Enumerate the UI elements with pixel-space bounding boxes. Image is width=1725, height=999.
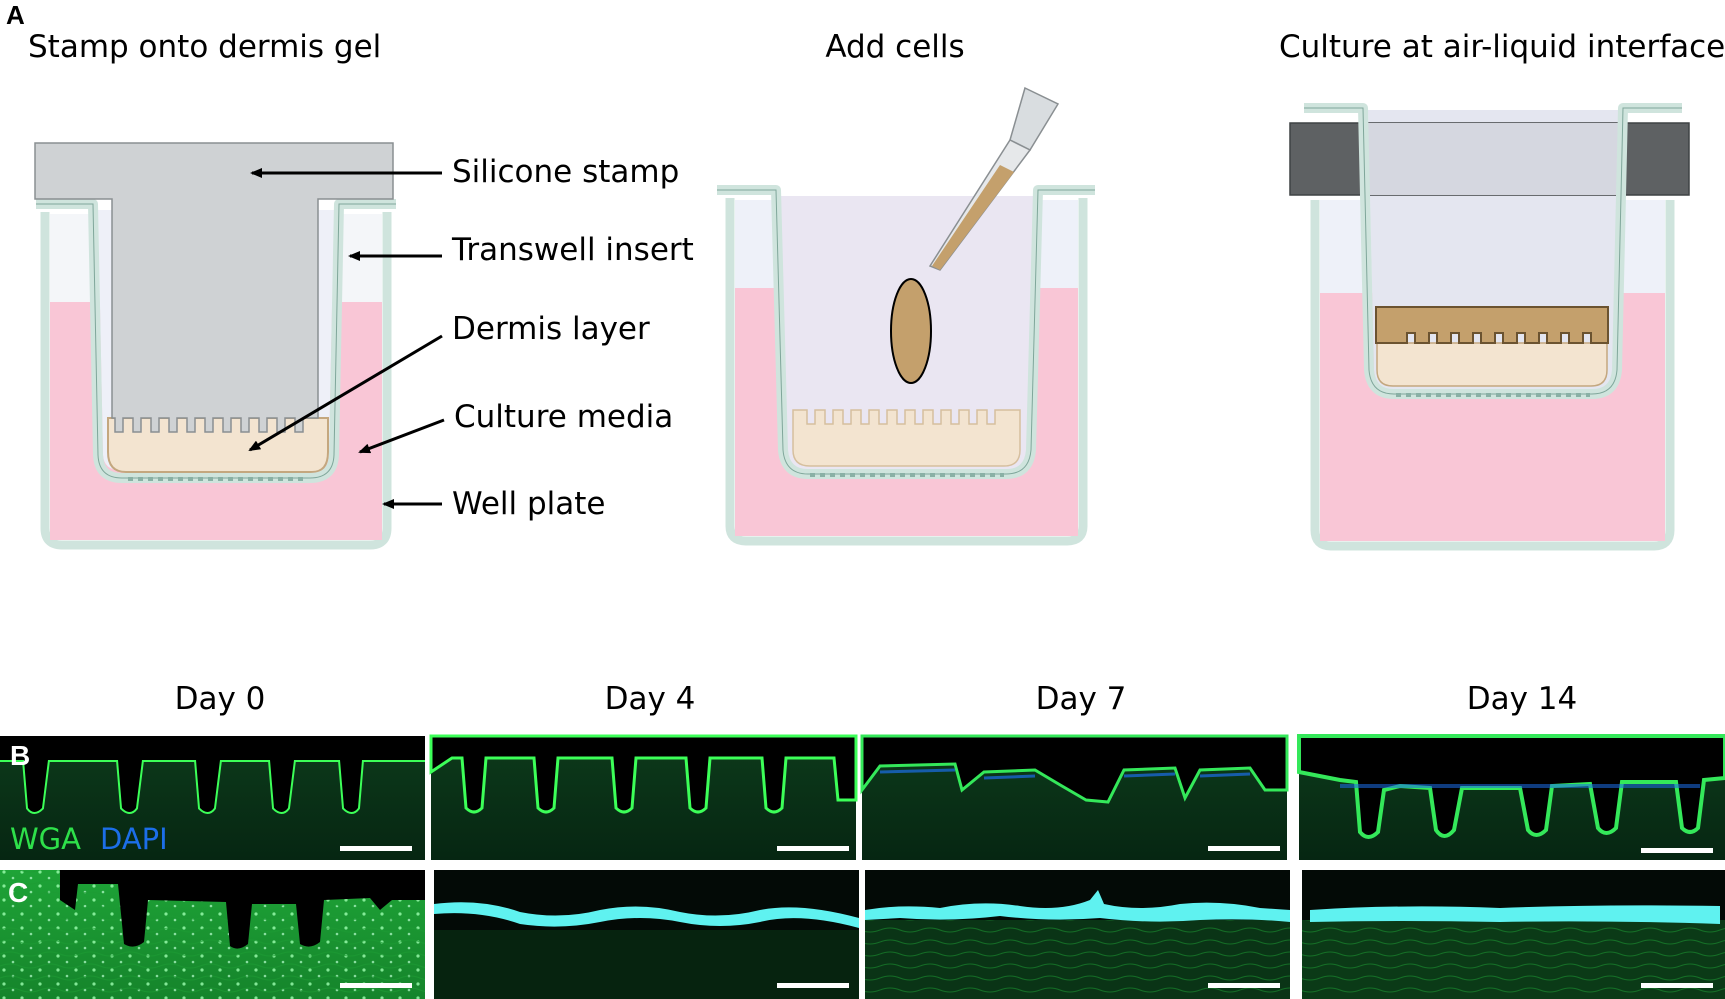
- label-transwell-insert: Transwell insert: [451, 232, 694, 268]
- micrograph-b-day-4: [429, 734, 858, 860]
- step-3-diagram: [1289, 103, 1690, 551]
- epidermis-layer-3: [1375, 306, 1609, 344]
- timepoint-day-14: Day 14: [1467, 681, 1578, 717]
- dermis-layer-3: [1376, 342, 1608, 387]
- scale-bar-b-14: [1641, 848, 1713, 853]
- micrograph-c-day-0: [0, 870, 425, 999]
- scale-bar-c-7: [1208, 983, 1280, 988]
- micrograph-c-day-4: [434, 870, 859, 999]
- timepoint-day-0: Day 0: [175, 681, 266, 717]
- well-plate-3: [1310, 200, 1675, 551]
- micrograph-row-c: C: [0, 870, 1725, 999]
- silicone-stamp-1: [34, 142, 394, 433]
- cell-suspension-drop: [890, 278, 932, 384]
- label-dermis-layer: Dermis layer: [452, 311, 650, 347]
- micrograph-c-day-7: [865, 870, 1290, 999]
- well-plate-2: [725, 198, 1088, 546]
- panel-letter-a: A: [6, 0, 25, 30]
- scale-bar-b-4: [777, 846, 849, 851]
- well-plate-1: [40, 212, 392, 550]
- micrograph-c-day-14: [1302, 870, 1725, 999]
- panel-letter-c: C: [8, 877, 28, 908]
- stain-label-wga: WGA: [10, 822, 81, 856]
- arrow-culture-media: [358, 418, 445, 454]
- arrow-dermis-layer: [248, 334, 443, 452]
- timepoint-day-7: Day 7: [1036, 681, 1127, 717]
- step-3-title: Culture at air-liquid interface: [1279, 29, 1725, 65]
- scale-bar-c-0: [340, 983, 412, 988]
- step-2-title: Add cells: [825, 29, 964, 65]
- timepoint-day-4: Day 4: [605, 681, 696, 717]
- stain-label-dapi: DAPI: [100, 822, 168, 856]
- step-1-diagram: [34, 142, 396, 550]
- scale-bar-c-4: [777, 983, 849, 988]
- scale-bar-c-14: [1641, 983, 1713, 988]
- step-2-diagram: [717, 86, 1095, 546]
- scale-bar-b-7: [1208, 846, 1280, 851]
- label-well-plate: Well plate: [452, 486, 606, 522]
- label-culture-media: Culture media: [454, 399, 673, 435]
- micrograph-b-day-14: [1297, 734, 1725, 860]
- micrograph-row-b: B WGA DAPI: [0, 734, 1725, 860]
- dermis-layer-1: [107, 417, 329, 473]
- panel-letter-b: B: [10, 740, 30, 771]
- step-1-title: Stamp onto dermis gel: [28, 29, 381, 65]
- label-silicone-stamp: Silicone stamp: [452, 154, 679, 190]
- micrograph-b-day-7: [860, 734, 1289, 860]
- scale-bar-b-0: [340, 846, 412, 851]
- dermis-layer-2: [792, 409, 1021, 467]
- micrograph-b-day-0: [0, 736, 425, 860]
- pipette: [928, 86, 1060, 271]
- step-1-callouts: Silicone stamp Transwell insert Dermis l…: [248, 154, 694, 522]
